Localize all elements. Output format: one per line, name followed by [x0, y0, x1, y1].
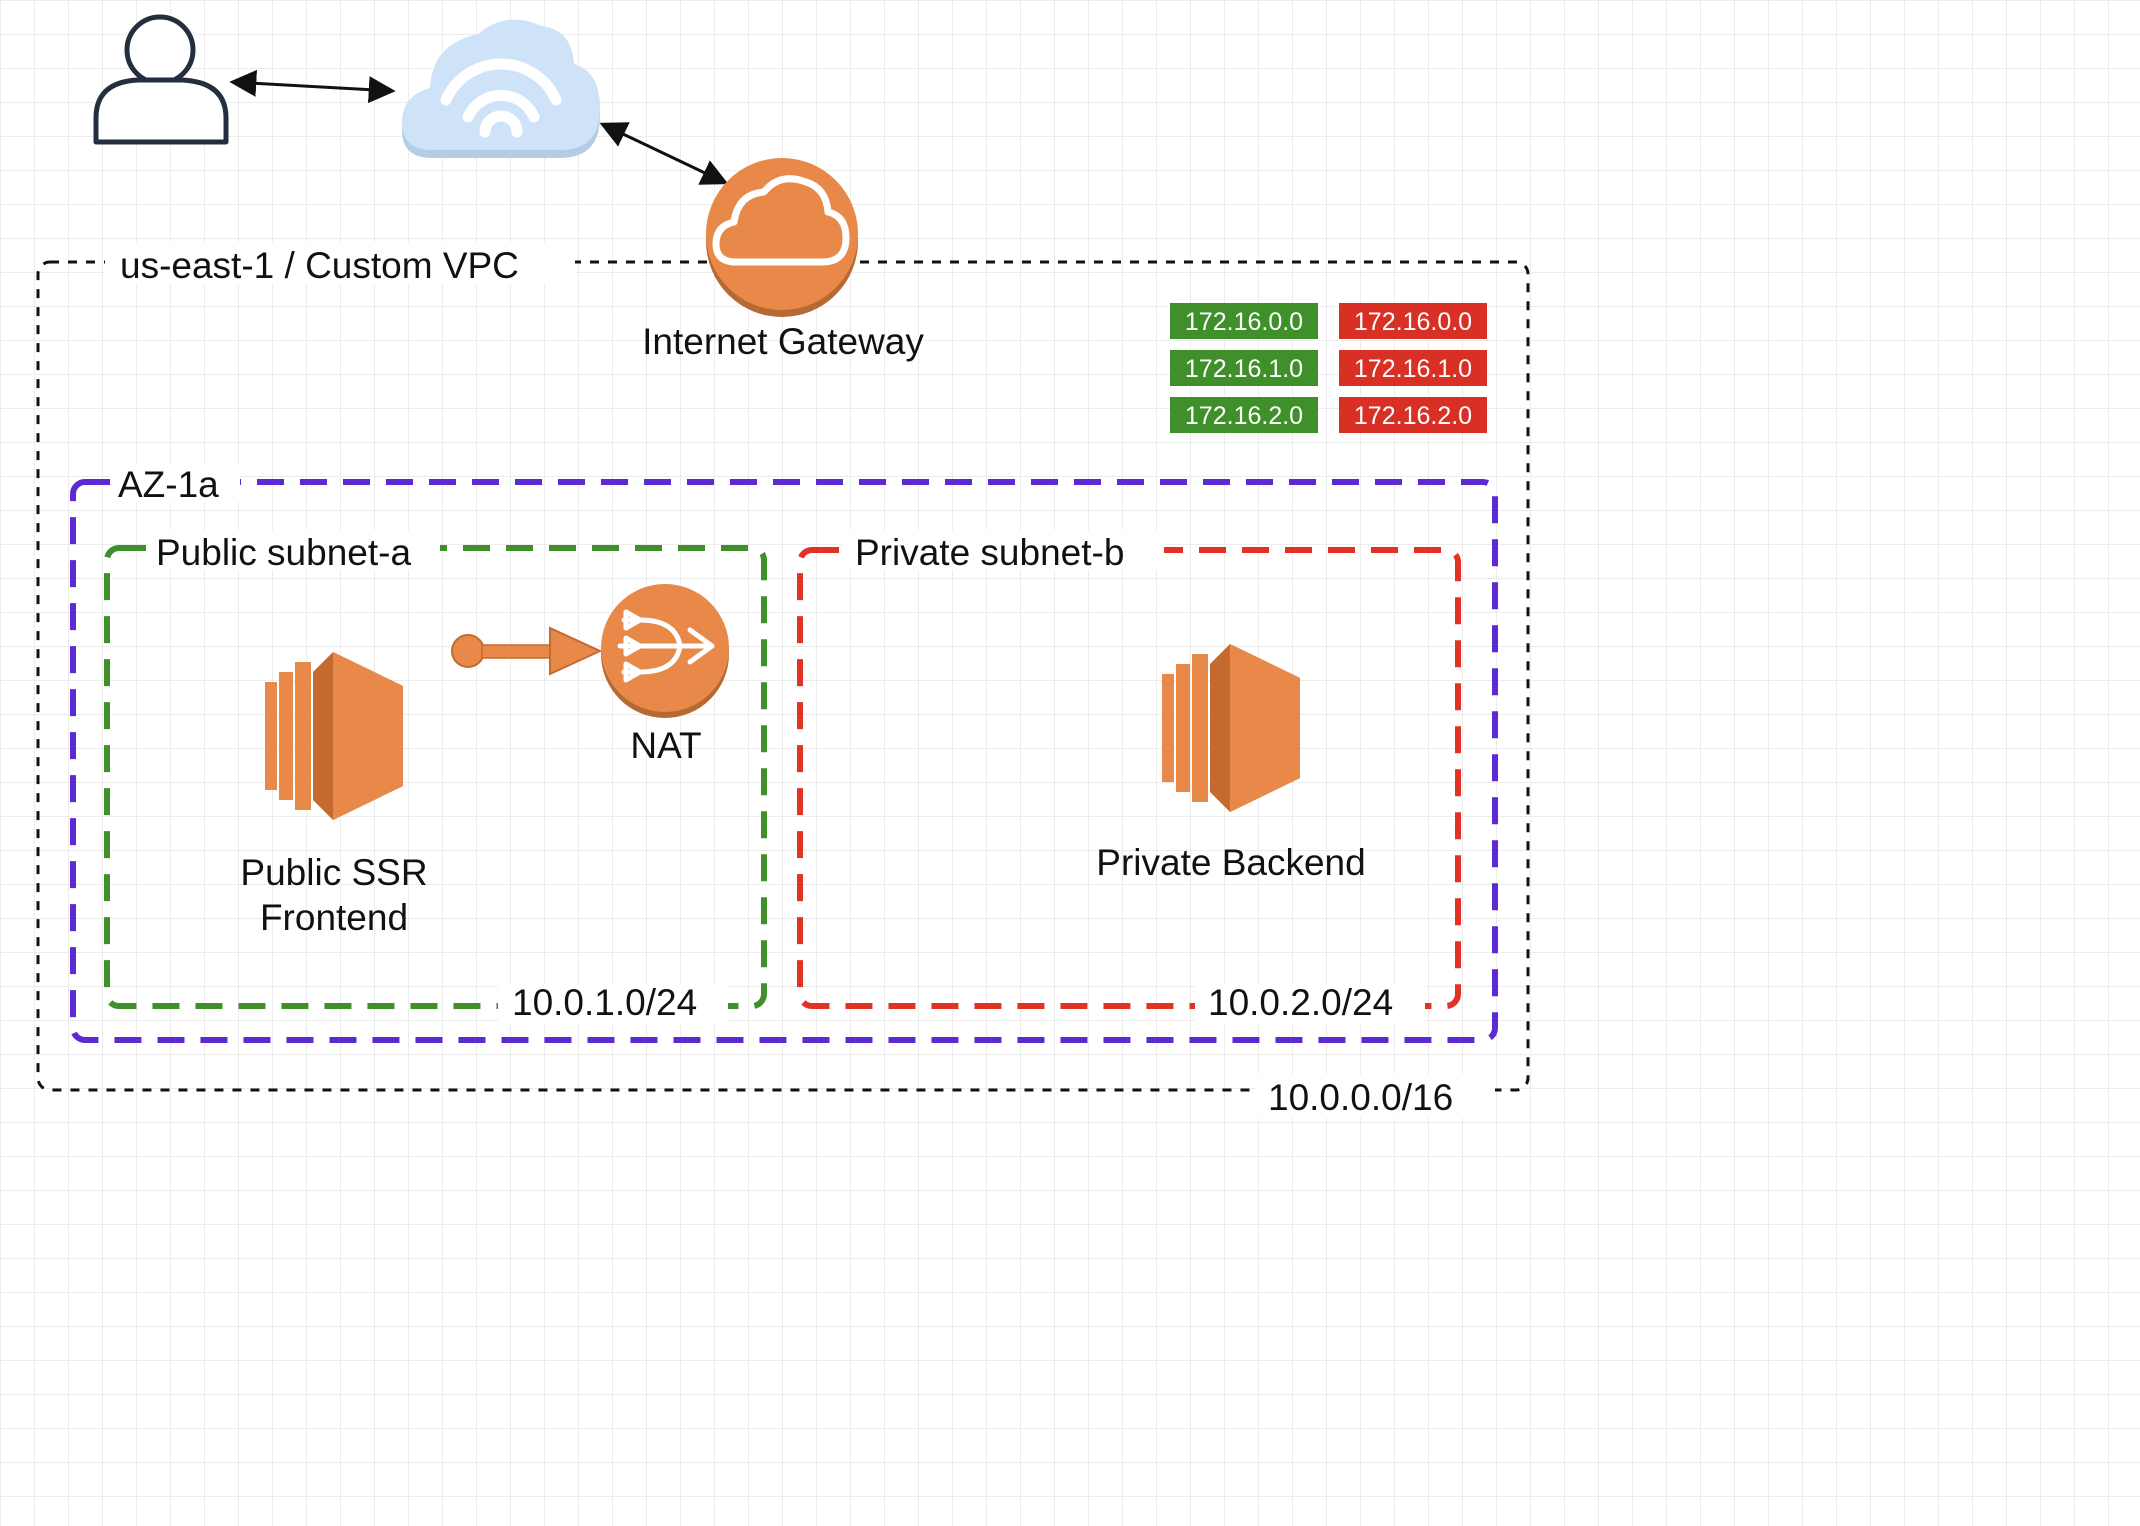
- private-route-entry-text: 172.16.1.0: [1354, 355, 1472, 383]
- nat-label: NAT: [630, 725, 701, 766]
- vpc-cidr: 10.0.0.0/16: [1268, 1077, 1453, 1118]
- frontend-to-nat-arrow: [451, 626, 603, 676]
- private-subnet-border: [797, 547, 1461, 1009]
- private-route-entry: [1339, 303, 1487, 339]
- architecture-diagram: us-east-1 / Custom VPC 10.0.0.0/16 AZ-1a…: [36, 14, 1530, 1118]
- public-subnet-cidr-backdrop: [498, 984, 728, 1024]
- public-route-entry: [1170, 303, 1318, 339]
- vpc-border: [36, 260, 1530, 1092]
- private-route-entry: [1339, 397, 1487, 433]
- public-route-table: 172.16.0.0 172.16.1.0 172.16.2.0: [1170, 303, 1318, 433]
- az-label: AZ-1a: [118, 464, 219, 505]
- internet-cloud-icon: [402, 19, 600, 158]
- private-route-entry-text: 172.16.2.0: [1354, 402, 1472, 430]
- public-subnet-cidr: 10.0.1.0/24: [512, 982, 697, 1023]
- public-route-entry: [1170, 350, 1318, 386]
- public-route-entry-text: 172.16.2.0: [1185, 402, 1303, 430]
- private-subnet-cidr: 10.0.2.0/24: [1208, 982, 1393, 1023]
- public-route-entry: [1170, 397, 1318, 433]
- frontend-label-line1: Public SSR: [240, 852, 427, 893]
- vpc-title: us-east-1 / Custom VPC: [120, 245, 519, 286]
- internet-gateway-icon: [706, 158, 858, 317]
- internet-to-gateway-connector: [599, 122, 729, 185]
- private-subnet-title: Private subnet-b: [855, 532, 1124, 573]
- vpc-cidr-backdrop: [1255, 1074, 1495, 1118]
- az-title-backdrop: [110, 464, 240, 502]
- ec2-instance-icon: [1162, 644, 1300, 812]
- private-route-table: 172.16.0.0 172.16.1.0 172.16.2.0: [1339, 303, 1487, 433]
- ec2-instance-icon: [265, 652, 403, 820]
- private-subnet-cidr-backdrop: [1195, 984, 1425, 1024]
- public-subnet-title-backdrop: [148, 530, 440, 570]
- nat-gateway-icon: [601, 584, 729, 718]
- public-route-entry-text: 172.16.0.0: [1185, 308, 1303, 336]
- user-icon: [93, 14, 229, 145]
- internet-gateway-label: Internet Gateway: [642, 321, 924, 362]
- user-to-internet-connector: [229, 69, 396, 104]
- private-route-entry: [1339, 350, 1487, 386]
- az-border: [70, 479, 1498, 1043]
- vpc-title-backdrop: [105, 242, 575, 284]
- private-subnet-title-backdrop: [842, 530, 1164, 570]
- frontend-label-line2: Frontend: [260, 897, 408, 938]
- private-route-entry-text: 172.16.0.0: [1354, 308, 1472, 336]
- backend-label: Private Backend: [1096, 842, 1365, 883]
- public-route-entry-text: 172.16.1.0: [1185, 355, 1303, 383]
- public-subnet-title: Public subnet-a: [156, 532, 411, 573]
